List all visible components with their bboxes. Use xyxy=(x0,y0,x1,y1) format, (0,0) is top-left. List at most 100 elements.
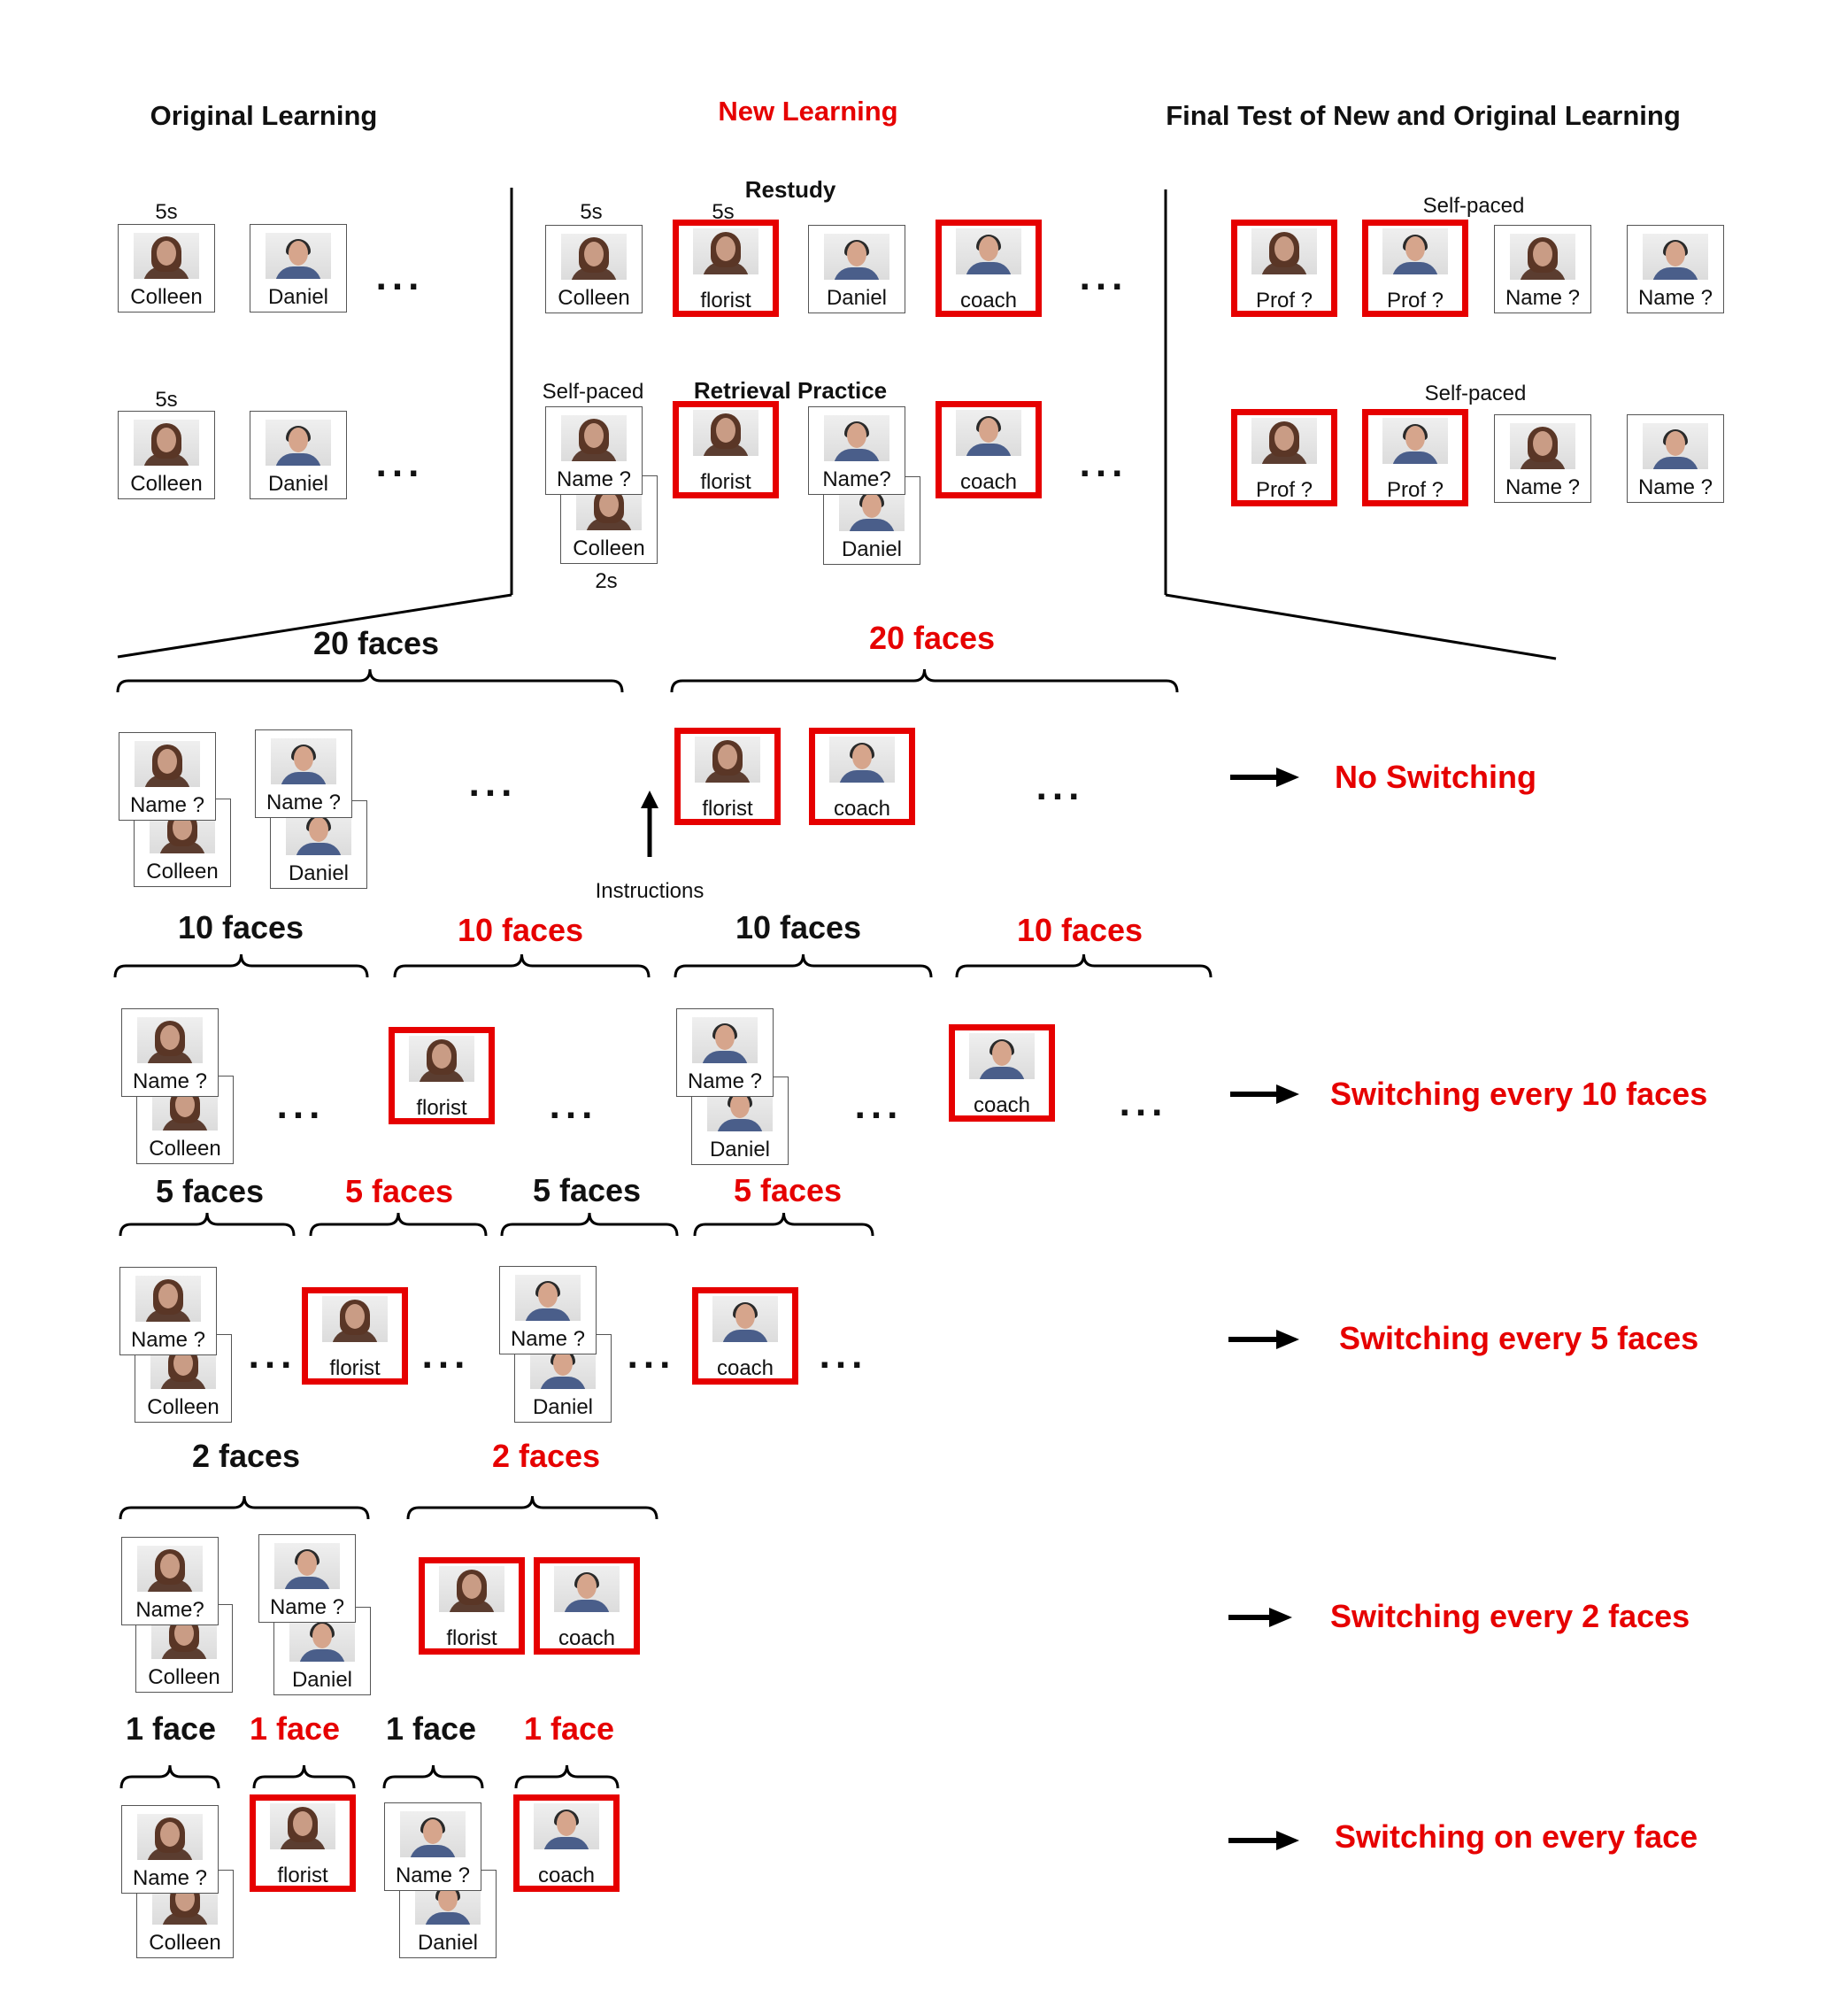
ellipsis: ... xyxy=(1079,442,1128,485)
instructions-label: Instructions xyxy=(595,879,705,903)
ellipsis: ... xyxy=(549,1084,598,1127)
ellipsis: ... xyxy=(627,1333,676,1377)
face-card-test: Name ? xyxy=(676,1008,774,1097)
count-label: 10 faces xyxy=(457,912,584,948)
condition-label-switch-10: Switching every 10 faces xyxy=(1330,1076,1708,1112)
face-card: Colleen xyxy=(118,411,215,499)
face-card-test: Name? xyxy=(121,1537,219,1625)
zoom-line-left xyxy=(117,593,512,659)
face-card-test: Name ? xyxy=(119,732,216,821)
condition-label-switch-2: Switching every 2 faces xyxy=(1330,1598,1690,1634)
face-card-new: coach xyxy=(809,728,915,825)
face-card-new: coach xyxy=(513,1794,620,1892)
curly-brace xyxy=(500,1212,679,1237)
subhead-restudy: Restudy xyxy=(744,176,836,203)
right-arrow-icon xyxy=(1230,768,1299,787)
face-card-new: Prof ? xyxy=(1362,409,1468,506)
zoom-line-right xyxy=(1165,593,1557,660)
header-original-learning: Original Learning xyxy=(150,100,378,131)
face-card-new: Prof ? xyxy=(1362,220,1468,317)
face-card-new: coach xyxy=(936,220,1042,317)
face-card: Daniel xyxy=(250,224,347,313)
timing-label: 5s xyxy=(155,388,178,412)
right-arrow-icon xyxy=(1228,1831,1299,1850)
ellipsis: ... xyxy=(276,1084,326,1127)
face-card: Colleen xyxy=(545,225,643,313)
face-card-new: florist xyxy=(674,728,781,825)
count-label: 2 faces xyxy=(191,1438,301,1474)
face-card-new: Prof ? xyxy=(1231,220,1337,317)
timing-label: 5s xyxy=(580,200,603,224)
face-card-new: coach xyxy=(534,1557,640,1655)
face-card-test: Name ? xyxy=(384,1802,481,1891)
ellipsis: ... xyxy=(375,442,425,485)
face-card-new: florist xyxy=(673,401,779,498)
curly-brace xyxy=(514,1764,620,1789)
curly-brace xyxy=(119,1495,370,1520)
curly-brace xyxy=(119,1212,296,1237)
curly-brace xyxy=(309,1212,488,1237)
count-label: 5 faces xyxy=(733,1172,843,1208)
count-label: 1 face xyxy=(523,1710,615,1747)
timing-label: Self-paced xyxy=(1424,382,1527,405)
count-label: 20 faces xyxy=(312,625,440,661)
ellipsis: ... xyxy=(1119,1081,1168,1124)
face-card-test: Name ? xyxy=(258,1534,356,1623)
face-card: Daniel xyxy=(250,411,347,499)
curly-brace xyxy=(955,953,1213,978)
ellipsis: ... xyxy=(375,255,425,298)
face-card-new: florist xyxy=(302,1287,408,1385)
ellipsis: ... xyxy=(248,1333,297,1377)
curly-brace xyxy=(674,953,933,978)
face-card-feedback: Colleen xyxy=(135,1604,233,1693)
ellipsis: ... xyxy=(1079,255,1128,298)
ellipsis: ... xyxy=(819,1333,868,1377)
curly-brace xyxy=(382,1764,484,1789)
face-card-new: coach xyxy=(692,1287,798,1385)
count-label: 10 faces xyxy=(177,909,304,945)
face-card-test: Name ? xyxy=(119,1267,217,1355)
curly-brace xyxy=(670,668,1179,693)
ellipsis: ... xyxy=(421,1333,471,1377)
curly-brace xyxy=(119,1764,220,1789)
subhead-retrieval-practice: Retrieval Practice xyxy=(693,377,888,404)
ellipsis: ... xyxy=(1036,765,1085,808)
face-card-test: Name ? xyxy=(255,729,352,818)
instructions-arrow-head xyxy=(641,791,658,808)
curly-brace xyxy=(113,953,369,978)
timing-label: 5s xyxy=(155,200,178,224)
count-label: 1 face xyxy=(125,1710,217,1747)
right-arrow-icon xyxy=(1228,1330,1299,1349)
face-card-new: coach xyxy=(949,1024,1055,1122)
timing-label: Self-paced xyxy=(1422,194,1525,218)
curly-brace xyxy=(393,953,651,978)
face-card-new: florist xyxy=(250,1794,356,1892)
condition-label-switch-every: Switching on every face xyxy=(1335,1818,1698,1855)
curly-brace xyxy=(693,1212,874,1237)
timing-label: 2s xyxy=(595,569,618,593)
face-card-new: florist xyxy=(673,220,779,317)
condition-label-switch-5: Switching every 5 faces xyxy=(1339,1320,1699,1356)
face-card-new: coach xyxy=(936,401,1042,498)
count-label: 2 faces xyxy=(491,1438,601,1474)
count-label: 5 faces xyxy=(344,1173,454,1209)
timing-label: Self-paced xyxy=(542,380,644,404)
header-new-learning: New Learning xyxy=(718,96,898,127)
right-arrow-icon xyxy=(1230,1084,1299,1104)
count-label: 10 faces xyxy=(735,909,862,945)
condition-label-no-switching: No Switching xyxy=(1335,759,1536,795)
face-card-test: Name ? xyxy=(1494,414,1591,503)
right-arrow-icon xyxy=(1228,1608,1292,1627)
face-card-test: Name ? xyxy=(1627,225,1724,313)
face-card-test: Name ? xyxy=(1627,414,1724,503)
face-card-test: Name ? xyxy=(499,1266,597,1354)
face-card-test: Name ? xyxy=(1494,225,1591,313)
ellipsis: ... xyxy=(854,1084,904,1127)
count-label: 1 face xyxy=(385,1710,477,1747)
count-label: 20 faces xyxy=(868,620,996,656)
face-card-test: Name ? xyxy=(545,406,643,495)
face-card: Daniel xyxy=(808,225,905,313)
count-label: 1 face xyxy=(249,1710,341,1747)
